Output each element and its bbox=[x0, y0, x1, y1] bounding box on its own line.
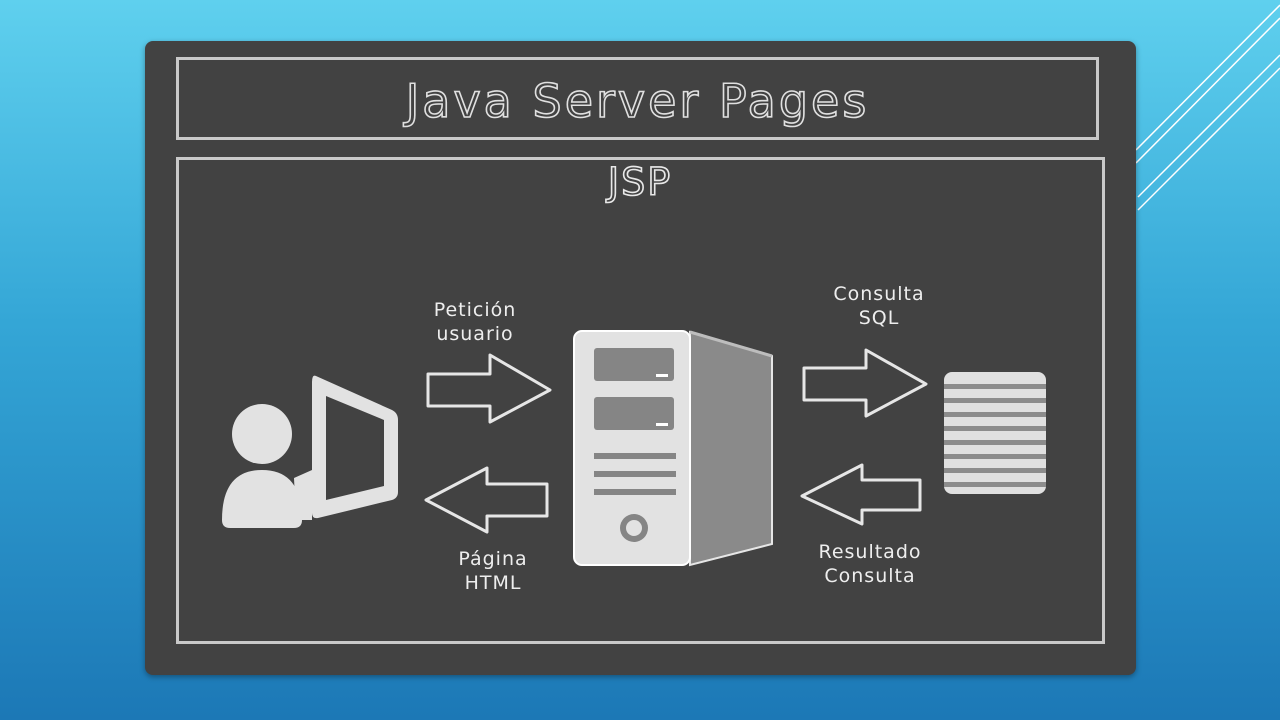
result-label: Resultado Consulta bbox=[818, 541, 922, 587]
query-arrow bbox=[802, 348, 928, 418]
title-frame: Java Server Pages bbox=[176, 57, 1099, 140]
result-arrow bbox=[800, 463, 922, 526]
jsp-label: JSP bbox=[607, 159, 673, 205]
request-arrow bbox=[426, 353, 552, 424]
response-label: Página HTML bbox=[458, 548, 528, 594]
query-label: Consulta SQL bbox=[833, 283, 925, 329]
user-computer-icon bbox=[222, 375, 398, 528]
database-icon bbox=[944, 372, 1046, 494]
request-label: Petición usuario bbox=[433, 299, 517, 345]
content-frame bbox=[176, 157, 1105, 644]
response-arrow bbox=[424, 466, 549, 534]
slide-title: Java Server Pages bbox=[405, 73, 870, 129]
server-tower-icon bbox=[573, 330, 773, 567]
